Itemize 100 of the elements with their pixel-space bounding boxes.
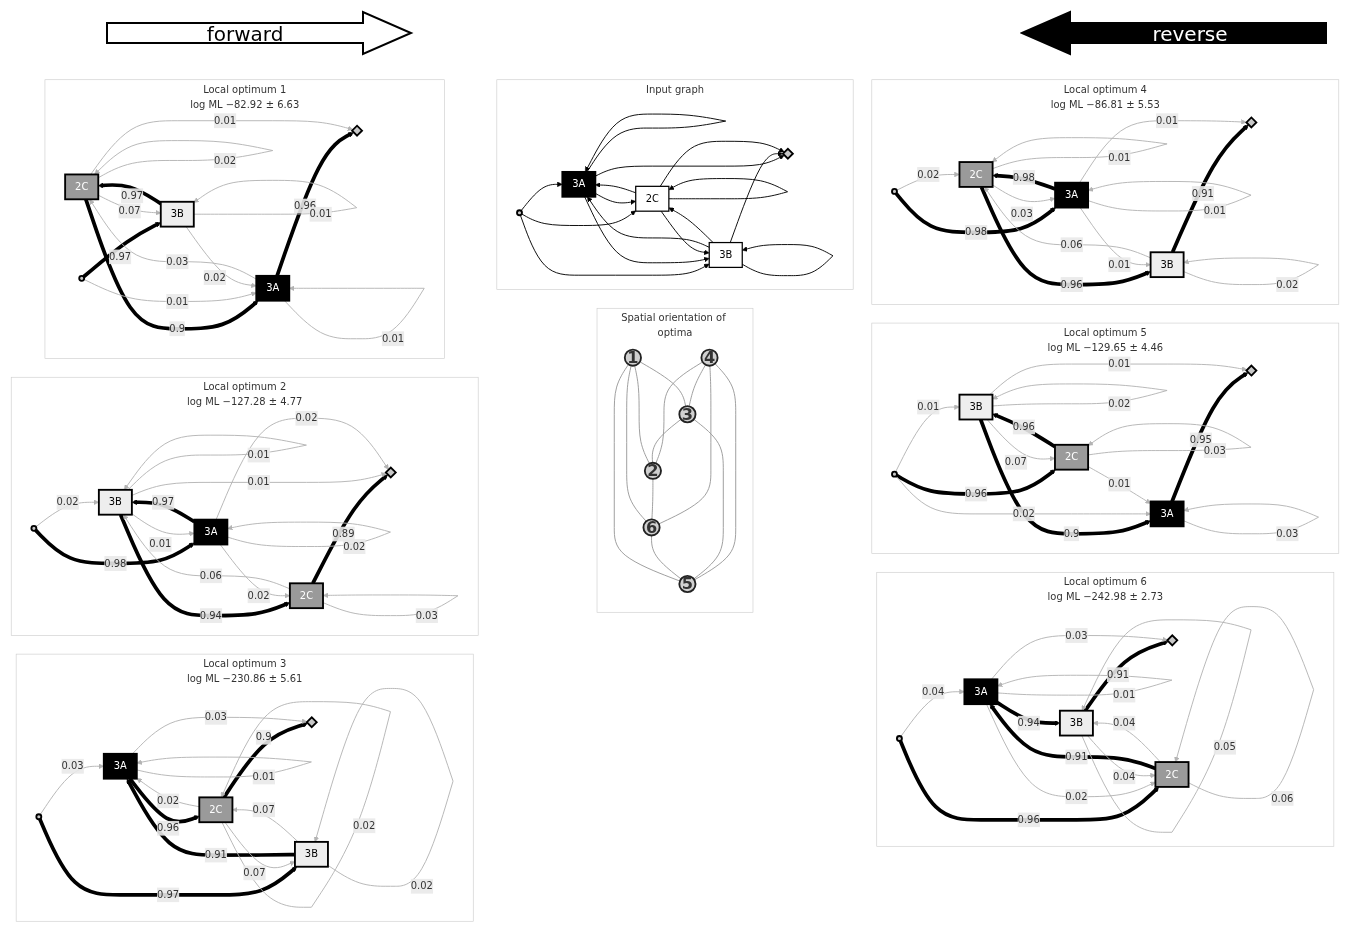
edge-label: 0.01 [213, 114, 236, 126]
node-box: 3B [1149, 250, 1185, 278]
edge-label: 0.02 [342, 539, 365, 552]
edge-label: 0.01 [1107, 257, 1130, 270]
node-circle: 4 [699, 348, 719, 367]
node-circle [890, 470, 898, 478]
edge-label: 0.01 [1107, 150, 1130, 163]
node-box: 2C [288, 581, 324, 609]
node-diamond [1244, 115, 1258, 129]
node-box: 2C [958, 160, 994, 188]
edge-label: 0.94 [1017, 716, 1040, 729]
connector [638, 360, 686, 407]
edge-label: 0.91 [204, 848, 227, 861]
edge-label: 0.07 [117, 204, 141, 217]
arrow [1170, 124, 1249, 253]
arrow [274, 131, 354, 276]
node-circle: 3 [677, 404, 696, 423]
node-box: 3A [102, 752, 138, 780]
edge-label: 0.01 [148, 537, 171, 550]
connector [692, 418, 724, 579]
edge-label: 0.01 [252, 770, 275, 783]
arrow [894, 191, 1056, 234]
node-box: 2C [634, 185, 669, 212]
arrow [995, 700, 1060, 726]
connector [650, 534, 682, 579]
node-diamond [1244, 363, 1258, 377]
node-diamond [350, 123, 363, 137]
edge-label: 0.94 [199, 608, 222, 621]
connector [693, 362, 736, 580]
edge-label: 0.02 [1107, 397, 1130, 409]
edge-label: 0.98 [103, 556, 126, 569]
edge-label: 0.03 [60, 759, 84, 772]
node-circle [34, 812, 42, 820]
edge-label: 0.02 [213, 153, 236, 166]
edge-label: 0.03 [1064, 628, 1087, 641]
node-box: 3A [254, 274, 290, 302]
connector [688, 363, 706, 407]
edge-label: 0.05 [1213, 740, 1236, 753]
edge-label: 0.06 [199, 569, 222, 581]
node-box: 3A [560, 170, 596, 198]
arrow [978, 418, 1151, 536]
arrow [97, 182, 162, 205]
arrow [895, 468, 1056, 496]
edge-label: 0.03 [415, 608, 438, 621]
node-box: 2C [1153, 760, 1189, 788]
edge-label: 0.01 [916, 400, 939, 413]
edge-label: 0.02 [916, 167, 939, 180]
direction-label: forward [205, 22, 285, 46]
arrow [1169, 371, 1248, 502]
edge-label: 0.07 [1004, 455, 1027, 468]
node-box: 3B [159, 200, 195, 228]
node-diamond [384, 465, 397, 479]
edge-label: 0.03 [1275, 527, 1298, 539]
edge-label: 0.9 [255, 730, 272, 743]
edge-label: 0.02 [294, 411, 317, 424]
edge-label: 0.9 [1063, 527, 1079, 539]
edge-label: 0.02 [1275, 277, 1298, 290]
edge-label: 0.95 [1189, 433, 1212, 445]
node-box: 3A [1149, 500, 1185, 527]
node-circle: 6 [642, 517, 661, 536]
edge-label: 0.01 [1155, 114, 1178, 126]
direction-label: reverse [1151, 22, 1229, 46]
connector [650, 477, 653, 520]
edge-label: 0.04 [921, 685, 944, 697]
arrow [222, 721, 308, 798]
edge-label: 0.02 [203, 270, 226, 283]
edge-label: 0.02 [1064, 790, 1087, 802]
edge-label: 0.91 [1064, 750, 1087, 763]
edge-label: 0.01 [247, 475, 270, 488]
edge-label: 0.96 [1017, 813, 1040, 825]
node-diamond [304, 715, 318, 728]
edge-label: 0.97 [156, 888, 179, 900]
connector [633, 364, 650, 464]
edge-label: 0.96 [1012, 420, 1035, 433]
edge-label: 0.02 [1012, 507, 1035, 519]
edge-label: 0.02 [247, 589, 270, 601]
node-box: 3B [1058, 709, 1094, 736]
node-circle [29, 524, 37, 532]
node-circle [77, 274, 85, 282]
edge-label: 0.01 [1203, 204, 1226, 217]
edge-label: 0.07 [252, 803, 275, 815]
connector [625, 364, 647, 522]
node-box: 3A [962, 677, 998, 705]
node-circle [895, 734, 903, 742]
edge-label: 0.01 [381, 332, 404, 344]
node-box: 3A [192, 518, 228, 545]
edge-label: 0.04 [1112, 716, 1135, 729]
edge-label: 0.9 [168, 322, 185, 334]
node-box: 3B [958, 393, 993, 420]
edge-label: 0.06 [1270, 791, 1293, 804]
node-box: 3B [708, 241, 743, 268]
node-circle [515, 208, 523, 216]
edge-label: 0.03 [1010, 207, 1033, 220]
connector [657, 364, 711, 524]
edge-label: 0.98 [964, 225, 987, 238]
arrow [310, 473, 388, 584]
edge-label: 0.02 [352, 819, 375, 831]
node-box: 2C [63, 173, 99, 200]
node-circle: 2 [643, 461, 662, 480]
node-circle [890, 187, 898, 195]
